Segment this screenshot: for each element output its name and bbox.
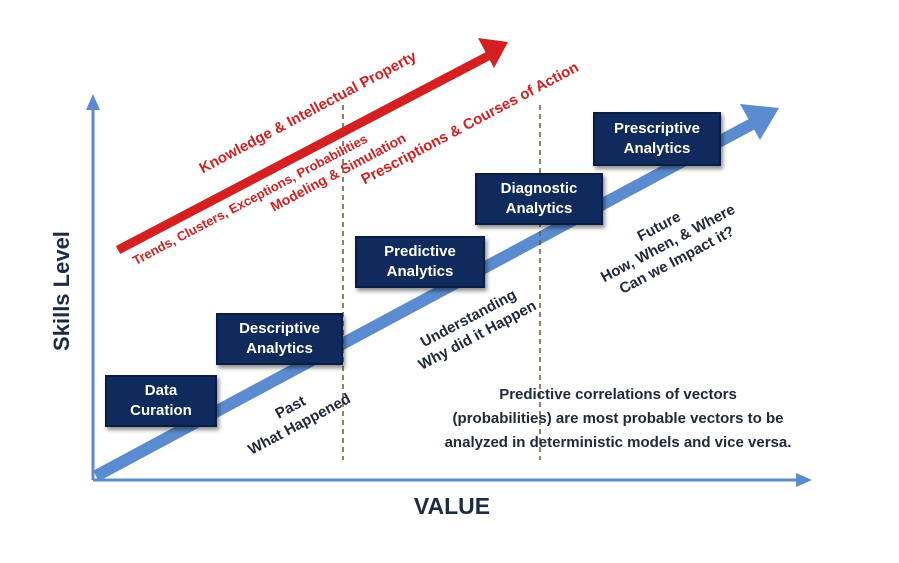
- x-axis-label: VALUE: [413, 493, 491, 519]
- stage-line2: Curation: [130, 402, 192, 419]
- knowledge-red-arrowhead: [478, 38, 508, 68]
- y-axis-arrowhead: [86, 94, 100, 110]
- note-line1: Predictive correlations of vectors: [499, 386, 737, 403]
- stage-line1: Prescriptive: [614, 120, 700, 137]
- note-line2: (probabilities) are most probable vector…: [452, 410, 784, 427]
- x-axis-arrowhead: [796, 473, 812, 487]
- stage-line2: Analytics: [246, 340, 313, 357]
- stage-line2: Analytics: [505, 200, 573, 217]
- stage-line1: Predictive: [384, 243, 456, 260]
- stage-box-data-curation: Data Curation: [105, 375, 217, 427]
- stage-box-prescriptive-analytics: Prescriptive Analytics: [593, 112, 721, 166]
- stage-line1: Descriptive: [239, 320, 320, 337]
- predictive-correlation-note: Predictive correlations of vectors (prob…: [418, 383, 818, 455]
- stage-box-diagnostic-analytics: Diagnostic Analytics: [475, 173, 603, 225]
- stage-box-descriptive-analytics: Descriptive Analytics: [216, 313, 343, 365]
- stage-line2: Analytics: [386, 263, 454, 280]
- stage-line2: Analytics: [623, 140, 691, 157]
- stage-line1: Diagnostic: [500, 180, 578, 197]
- stage-line1: Data: [144, 382, 178, 399]
- stage-box-predictive-analytics: Predictive Analytics: [355, 236, 485, 288]
- value-diagonal-arrowhead: [740, 104, 779, 140]
- note-line3: analyzed in deterministic models and vic…: [444, 434, 792, 451]
- y-axis-label: Skills Level: [49, 231, 74, 351]
- knowledge-red-arrow: [115, 51, 493, 254]
